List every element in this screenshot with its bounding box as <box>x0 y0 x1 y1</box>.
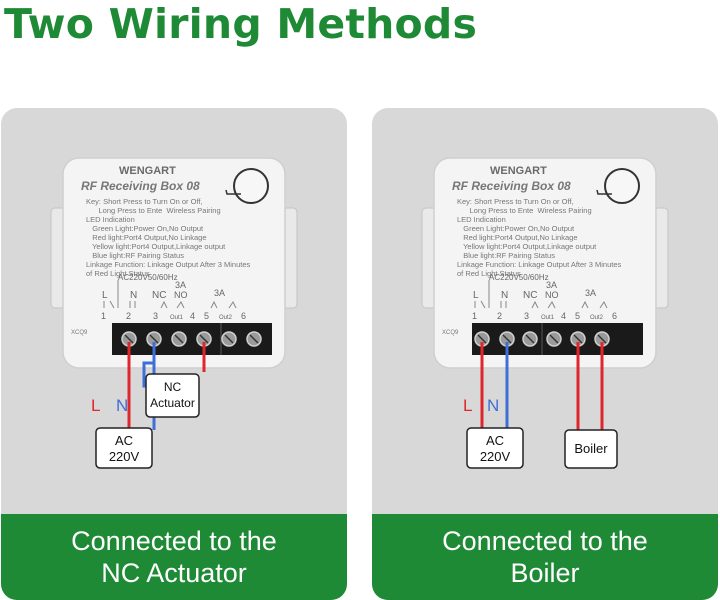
pairing-button-icon <box>604 168 640 204</box>
terminal-labels: L N NC 3A NO 3A Out1 Out2 1 2 3 4 5 6 <box>101 280 246 321</box>
device-code: XCQ9 <box>71 330 88 336</box>
live-wire-label: L <box>91 396 100 415</box>
page-title: Two Wiring Methods <box>4 0 478 48</box>
info-line: Linkage Function: Linkage Output After 3… <box>457 260 622 269</box>
amp-rating-b: 3A <box>585 288 596 298</box>
amp-rating-a: 3A <box>175 280 186 290</box>
terminal-label-NC: NC <box>523 290 537 301</box>
terminal-label-L: L <box>102 290 108 301</box>
power-source-label: 220V <box>109 449 140 464</box>
device-model: RF Receiving Box 08 <box>452 179 571 193</box>
info-line: Red light:Port4 Output,No Linkage <box>86 233 207 242</box>
out2-label: Out2 <box>219 315 233 321</box>
info-line: of Red Light Status <box>457 269 521 278</box>
terminal-number: 6 <box>612 311 617 321</box>
wiring-diagram-nc-actuator: WENGART RF Receiving Box 08 Key: Short P… <box>50 157 298 469</box>
terminal-label-N: N <box>501 290 508 301</box>
terminal-number: 5 <box>575 311 580 321</box>
terminal-number: 4 <box>561 311 566 321</box>
device-model: RF Receiving Box 08 <box>81 179 200 193</box>
info-line: Blue light:RF Pairing Status <box>86 251 184 260</box>
power-source-label: 220V <box>480 449 511 464</box>
nc-actuator-box <box>145 373 200 418</box>
terminal-number: 6 <box>241 311 246 321</box>
panel-caption-nc-actuator: Connected to the NC Actuator <box>1 514 347 600</box>
amp-rating-a: 3A <box>546 280 557 290</box>
terminal-number: 2 <box>126 311 131 321</box>
caption-line: Boiler <box>510 558 580 588</box>
info-line: Key: Short Press to Turn On or Off, <box>86 197 203 206</box>
boiler-box <box>564 429 618 469</box>
terminal-screws <box>121 331 262 347</box>
device-brand: WENGART <box>490 165 547 177</box>
terminal-label-L: L <box>473 290 479 301</box>
nc-actuator-label: Actuator <box>150 396 195 410</box>
amp-rating-b: 3A <box>214 288 225 298</box>
info-line: Green Light:Power On,No Output <box>86 224 204 233</box>
out1-label: Out1 <box>541 315 555 321</box>
internal-wiring-lines <box>103 280 237 309</box>
neutral-wire-label: N <box>487 396 499 415</box>
caption-line: Connected to the <box>71 526 277 556</box>
terminal-number: 1 <box>101 311 106 321</box>
info-line: Blue light:RF Pairing Status <box>457 251 555 260</box>
receiver-box-body <box>433 157 657 369</box>
internal-wiring-lines <box>474 280 608 309</box>
nc-actuator-label: NC <box>164 380 182 394</box>
power-source-box <box>466 427 524 469</box>
terminal-number: 3 <box>153 311 158 321</box>
wires <box>480 342 604 432</box>
power-source-box <box>95 427 153 469</box>
device-brand: WENGART <box>119 165 176 177</box>
caption-line: NC Actuator <box>101 558 247 588</box>
boiler-label: Boiler <box>574 441 608 456</box>
device-rating: AC220V50/60Hz <box>118 273 178 282</box>
wiring-panel-boiler: WENGART RF Receiving Box 08 Key: Short P… <box>372 108 718 600</box>
info-line: Yellow light:Port4 Output,Linkage output <box>457 242 597 251</box>
neutral-wire-label: N <box>116 396 128 415</box>
terminal-label-NO: NO <box>174 290 188 300</box>
pairing-button-icon <box>233 168 269 204</box>
info-line: Long Press to Ente Wireless Pairing <box>457 206 592 215</box>
info-line: LED Indication <box>457 215 506 224</box>
power-source-label: AC <box>486 433 504 448</box>
terminal-screws <box>474 331 610 347</box>
info-line: Green Light:Power On,No Output <box>457 224 575 233</box>
panel-caption-boiler: Connected to the Boiler <box>372 514 718 600</box>
terminal-number: 3 <box>524 311 529 321</box>
info-line: Long Press to Ente Wireless Pairing <box>86 206 221 215</box>
info-line: Yellow light:Port4 Output,Linkage output <box>86 242 226 251</box>
device-info-text: Key: Short Press to Turn On or Off, Long… <box>86 197 251 278</box>
terminal-label-N: N <box>130 290 137 301</box>
terminal-label-NO: NO <box>545 290 559 300</box>
terminal-number: 2 <box>497 311 502 321</box>
terminal-labels: L N NC 3A NO 3A Out1 Out2 1 2 3 4 5 6 <box>472 280 617 321</box>
terminal-label-NC: NC <box>152 290 166 301</box>
out2-label: Out2 <box>590 315 604 321</box>
device-code: XCQ9 <box>442 330 459 336</box>
terminal-block <box>112 323 272 355</box>
wiring-diagram-boiler: WENGART RF Receiving Box 08 Key: Short P… <box>421 157 669 469</box>
device-info-text: Key: Short Press to Turn On or Off, Long… <box>457 197 622 278</box>
live-wire-label: L <box>463 396 472 415</box>
wiring-panel-nc-actuator: WENGART RF Receiving Box 08 Key: Short P… <box>1 108 347 600</box>
info-line: Red light:Port4 Output,No Linkage <box>457 233 578 242</box>
power-source-label: AC <box>115 433 133 448</box>
device-rating: AC220V50/60Hz <box>489 273 549 282</box>
out1-label: Out1 <box>170 315 184 321</box>
info-line: LED Indication <box>86 215 135 224</box>
terminal-number: 5 <box>204 311 209 321</box>
info-line: Linkage Function: Linkage Output After 3… <box>86 260 251 269</box>
terminal-number: 1 <box>472 311 477 321</box>
receiver-box-body <box>62 157 286 369</box>
info-line: Key: Short Press to Turn On or Off, <box>457 197 574 206</box>
caption-line: Connected to the <box>442 526 648 556</box>
terminal-number: 4 <box>190 311 195 321</box>
info-line: of Red Light Status <box>86 269 150 278</box>
